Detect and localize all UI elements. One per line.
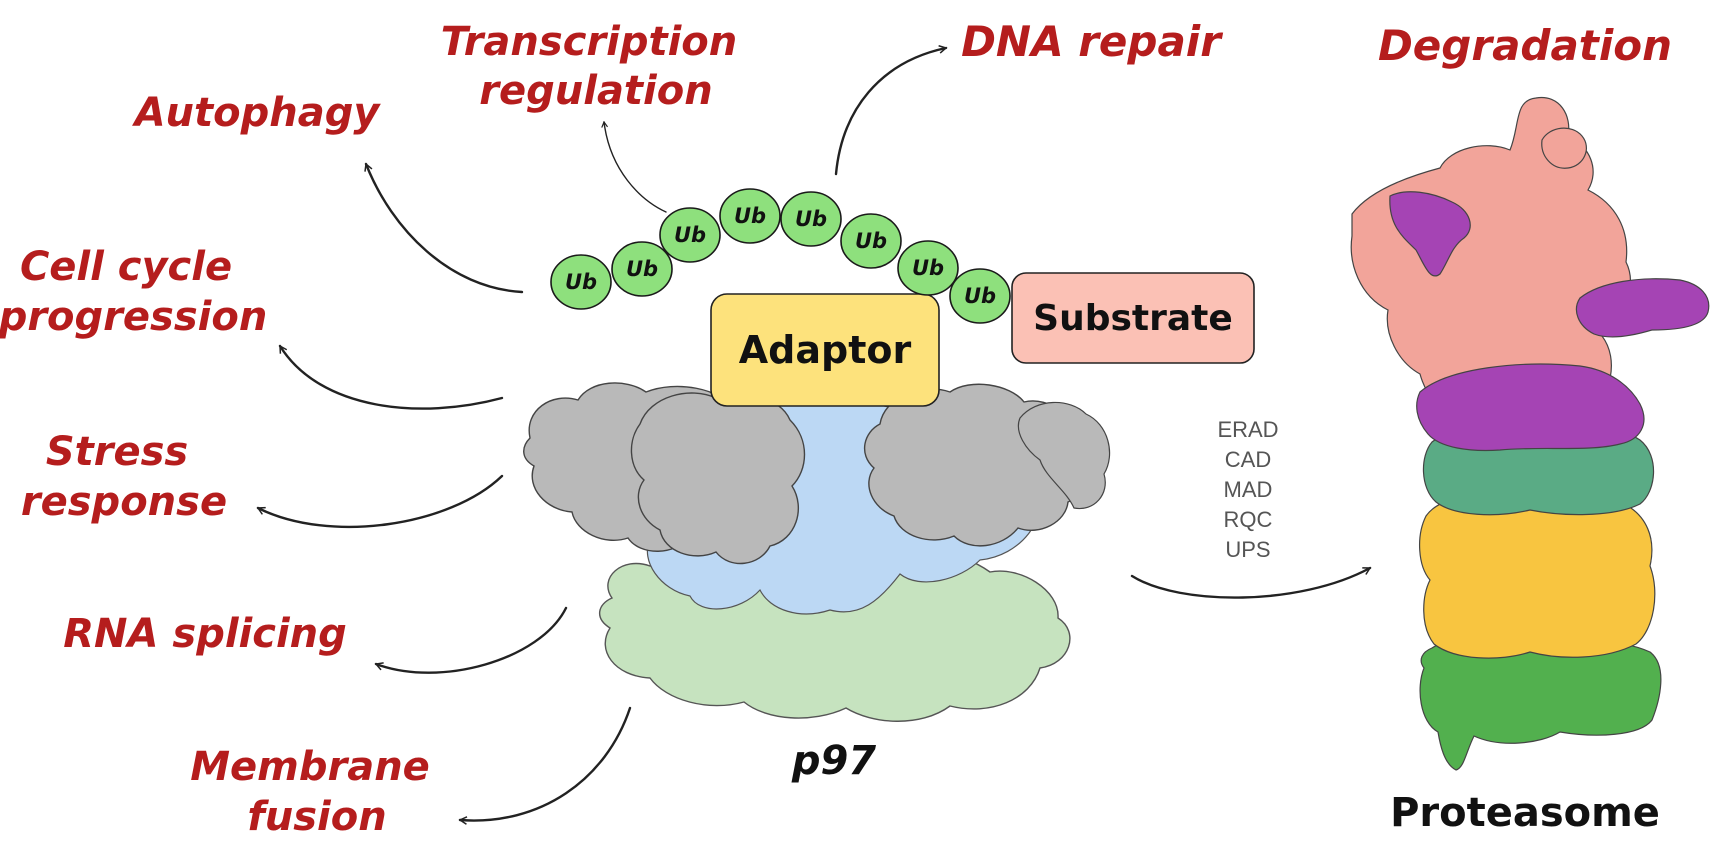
ubiquitin-circle: [550, 254, 612, 310]
ubiquitin: Ub: [897, 240, 959, 296]
arrow-rna-splicing: [376, 606, 568, 674]
ubiquitin: Ub: [840, 213, 902, 269]
proteasome: Proteasome: [1350, 96, 1710, 836]
pathway-erad: ERAD: [1217, 417, 1278, 442]
label-rna-splicing-line-1: RNA splicing: [63, 611, 347, 657]
label-transcription-line-2: regulation: [479, 68, 712, 114]
label-cell-cycle-line-1: Cell cycle: [20, 244, 232, 290]
ubiquitin-label: Ub: [795, 207, 827, 231]
ubiquitin-label: Ub: [734, 204, 766, 228]
arrow-degradation: [1130, 566, 1370, 599]
arrow-membrane: [460, 706, 632, 821]
label-cell-cycle-line-2: progression: [0, 294, 267, 340]
label-autophagy-line-1: Autophagy: [132, 90, 382, 136]
label-autophagy: Autophagy: [132, 90, 382, 136]
ubiquitin: Ub: [611, 241, 673, 297]
label-membrane-fusion-line-1: Membrane: [190, 744, 430, 790]
ubiquitin: Ub: [550, 254, 612, 310]
proteasome-yellow-ring: [1419, 492, 1656, 659]
label-stress-line-1: Stress: [46, 429, 188, 475]
function-labels: Transcription regulation DNA repair Auto…: [0, 17, 1672, 840]
label-cell-cycle: Cell cycle progression: [0, 244, 267, 340]
function-arrows: [258, 48, 1370, 821]
arrow-stress: [258, 474, 504, 529]
proteasome-pink-cap: [1350, 96, 1632, 433]
ubiquitin-circle: [659, 207, 721, 263]
pathway-ups: UPS: [1225, 537, 1270, 562]
arrow-autophagy: [366, 164, 524, 294]
ubiquitin-label: Ub: [964, 284, 996, 308]
proteasome-purple-stripe: [1416, 363, 1645, 452]
label-membrane-fusion-line-2: fusion: [247, 794, 386, 840]
proteasome-purple-patch: [1389, 191, 1471, 277]
label-membrane-fusion: Membrane fusion: [190, 744, 444, 840]
ubiquitin-circle: [780, 191, 842, 247]
proteasome-pink-knob: [1541, 127, 1587, 169]
ubiquitin-circle: [840, 213, 902, 269]
pathway-rqc: RQC: [1224, 507, 1273, 532]
proteasome-label: Proteasome: [1390, 790, 1660, 836]
pathway-list: ERAD CAD MAD RQC UPS: [1217, 417, 1278, 562]
label-transcription: Transcription regulation: [441, 19, 751, 114]
ubiquitin-label: Ub: [674, 223, 706, 247]
label-stress-line-2: response: [21, 479, 227, 525]
label-degradation: Degradation: [1378, 21, 1672, 70]
proteasome-green-base: [1419, 639, 1662, 771]
arrow-transcription: [604, 122, 667, 213]
arrow-dna-repair: [834, 48, 946, 176]
adaptor-box: [710, 293, 940, 407]
substrate-label: Substrate: [1033, 298, 1233, 339]
label-rna-splicing: RNA splicing: [63, 611, 347, 657]
ubiquitin: Ub: [949, 268, 1011, 324]
adaptor-label: Adaptor: [739, 328, 912, 372]
label-stress: Stress response: [21, 429, 227, 525]
arrow-cell-cycle: [278, 346, 504, 410]
p97-label: p97: [791, 738, 876, 784]
ubiquitin-circle: [719, 188, 781, 244]
pathway-mad: MAD: [1224, 477, 1273, 502]
ubiquitin: Ub: [659, 207, 721, 263]
ubiquitin-label: Ub: [565, 270, 597, 294]
ubiquitin: Ub: [780, 191, 842, 247]
label-transcription-line-1: Transcription: [441, 19, 737, 65]
ubiquitin: Ub: [719, 188, 781, 244]
ubiquitin-circle: [897, 240, 959, 296]
ubiquitin-label: Ub: [855, 229, 887, 253]
proteasome-purple-arm: [1575, 278, 1710, 338]
ubiquitin-circle: [949, 268, 1011, 324]
p97-gray-right-back: [1017, 401, 1111, 510]
label-dna-repair-line-1: DNA repair: [961, 17, 1223, 66]
ubiquitin-label: Ub: [626, 257, 658, 281]
substrate-box: [1011, 272, 1255, 364]
ubiquitin-circle: [611, 241, 673, 297]
pathway-cad: CAD: [1225, 447, 1271, 472]
label-dna-repair: DNA repair: [961, 17, 1223, 66]
ubiquitin-label: Ub: [912, 256, 944, 280]
